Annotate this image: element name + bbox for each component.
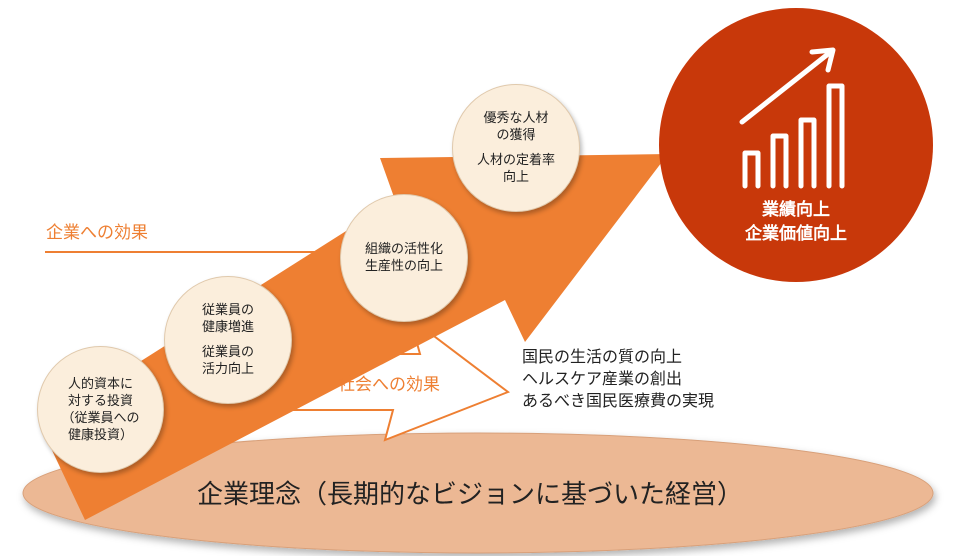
step2-line1: 従業員の — [201, 303, 254, 318]
step-circle-employee-health: 従業員の 健康増進 従業員の 活力向上 — [164, 276, 292, 404]
result-line1: 業績向上 — [762, 200, 830, 220]
step2-line4: 活力向上 — [201, 362, 254, 377]
step1-line4: 健康投資） — [67, 427, 133, 443]
social-outcome-item: 国民の生活の質の向上 — [522, 347, 683, 366]
step1-line3: （従業員への — [61, 410, 140, 426]
step4-line1: 優秀な人材 — [483, 111, 549, 126]
step-circle-organization: 組織の活性化 生産性の向上 — [340, 194, 468, 322]
step4-line3: 人材の定着率 — [476, 153, 555, 168]
step3-line2: 生産性の向上 — [364, 259, 443, 274]
step1-line2: 対する投資 — [67, 393, 133, 409]
step3-line1: 組織の活性化 — [364, 242, 443, 257]
social-effect-label: 社会への効果 — [338, 375, 440, 395]
step-circle-talent: 優秀な人材 の獲得 人材の定着率 向上 — [452, 84, 580, 212]
result-text: 業績向上 企業価値向上 — [688, 198, 904, 246]
social-outcome-item: ヘルスケア産業の創出 — [522, 369, 683, 388]
step1-line1: 人的資本に — [67, 376, 133, 392]
corporate-philosophy-title: 企業理念（長期的なビジョンに基づいた経営） — [196, 480, 743, 510]
step4-line2: の獲得 — [496, 128, 536, 143]
step2-line2: 健康増進 — [201, 320, 254, 335]
step4-line4: 向上 — [502, 170, 529, 185]
result-line2: 企業価値向上 — [745, 224, 847, 244]
social-outcome-item: あるべき国民医療費の実現 — [522, 391, 715, 410]
growth-chart-icon — [739, 47, 845, 189]
social-outcomes-list: 国民の生活の質の向上 ヘルスケア産業の創出 あるべき国民医療費の実現 — [522, 346, 714, 412]
corporate-effect-label: 企業への効果 — [46, 223, 148, 243]
main-growth-arrow — [40, 154, 668, 520]
step2-line3: 従業員の — [201, 345, 254, 360]
step-circle-investment: 人的資本に 対する投資 （従業員への 健康投資） — [37, 346, 164, 473]
result-circle — [659, 8, 933, 282]
foundation-ellipse — [22, 432, 934, 554]
